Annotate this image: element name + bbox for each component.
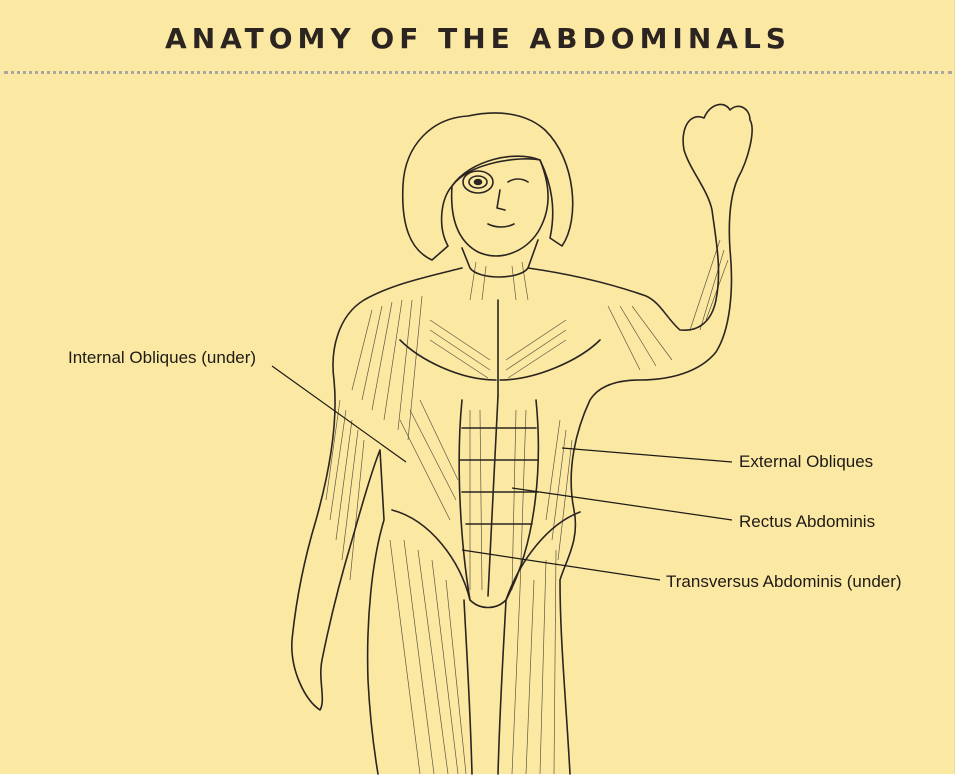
label-transversus-abdominis: Transversus Abdominis (under) [666, 572, 902, 592]
body-outline [292, 104, 752, 774]
nose [497, 190, 505, 210]
label-rectus-abdominis: Rectus Abdominis [739, 512, 875, 532]
label-internal-obliques: Internal Obliques (under) [68, 348, 256, 368]
label-external-obliques: External Obliques [739, 452, 873, 472]
muscle-fibre-hatching [326, 240, 728, 774]
mouth [488, 224, 514, 227]
leg-divide [464, 600, 506, 774]
leader-internal-obliques [272, 366, 406, 462]
chest-right [500, 340, 600, 380]
leader-rectus-abdominis [512, 488, 732, 520]
face-outline [452, 159, 548, 256]
leader-external-obliques [562, 448, 732, 462]
rectus-abdominis [459, 396, 538, 600]
leader-lines [272, 366, 732, 580]
eye-right [508, 179, 528, 182]
